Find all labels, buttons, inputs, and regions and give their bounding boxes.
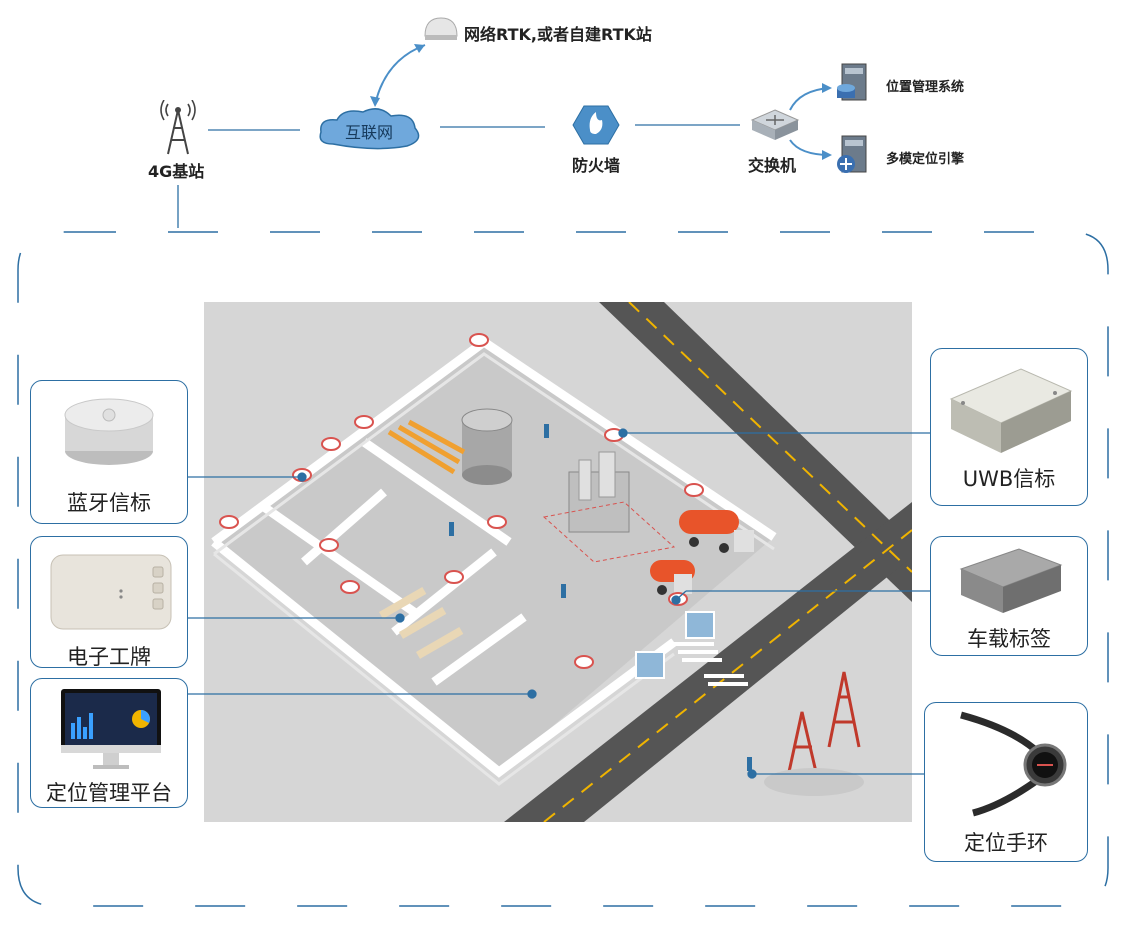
engine-server-icon bbox=[837, 135, 867, 173]
site-scene bbox=[204, 302, 912, 822]
system-b-label: 多模定位引擎 bbox=[886, 152, 965, 167]
electronic-badge-label: 电子工牌 bbox=[67, 645, 151, 669]
cloud-icon bbox=[319, 108, 420, 150]
monitor-icon bbox=[61, 689, 161, 769]
vehicle-tag-card: 车载标签 bbox=[930, 536, 1088, 656]
firewall-label: 防火墙 bbox=[572, 156, 621, 175]
firewall-icon bbox=[572, 105, 620, 145]
system-a-label: 位置管理系统 bbox=[886, 80, 965, 95]
rtk-label: 网络RTK,或者自建RTK站 bbox=[464, 25, 652, 44]
internet-label: 互联网 bbox=[345, 123, 394, 142]
uwb-beacon-icon bbox=[949, 368, 1073, 453]
bracelet-label: 定位手环 bbox=[964, 831, 1048, 855]
badge-device-icon bbox=[50, 554, 172, 630]
uwb-beacon-card: UWB信标 bbox=[930, 348, 1088, 506]
platform-label: 定位管理平台 bbox=[46, 781, 172, 805]
switch-icon bbox=[750, 109, 800, 140]
server-icon bbox=[837, 63, 867, 101]
bluetooth-beacon-icon bbox=[64, 398, 154, 465]
bluetooth-beacon-label: 蓝牙信标 bbox=[67, 491, 151, 515]
platform-card: 定位管理平台 bbox=[30, 678, 188, 808]
base-station-label: 4G基站 bbox=[148, 162, 205, 181]
rtk-dome-icon bbox=[424, 17, 458, 40]
cell-tower-icon bbox=[160, 100, 196, 155]
bracelet-card: 定位手环 bbox=[924, 702, 1088, 862]
network-lines bbox=[177, 44, 832, 228]
bracelet-icon bbox=[960, 711, 1067, 817]
vehicle-tag-label: 车载标签 bbox=[967, 627, 1051, 651]
bluetooth-beacon-card: 蓝牙信标 bbox=[30, 380, 188, 524]
uwb-beacon-label: UWB信标 bbox=[962, 467, 1056, 491]
vehicle-tag-icon bbox=[959, 548, 1063, 613]
switch-label: 交换机 bbox=[748, 156, 797, 175]
electronic-badge-card: 电子工牌 bbox=[30, 536, 188, 669]
